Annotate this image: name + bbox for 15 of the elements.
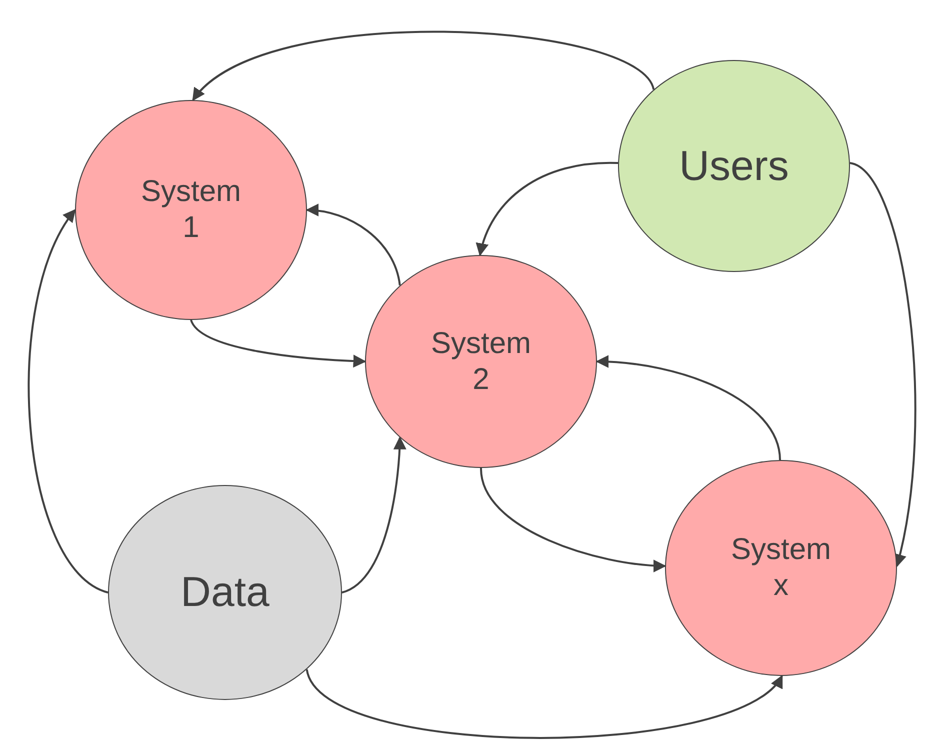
arrow [306, 204, 401, 286]
arrow [850, 162, 916, 568]
arrow [342, 436, 406, 594]
node-label: Data [180, 567, 270, 618]
node-label: Users [679, 140, 789, 191]
node-label: System 1 [140, 174, 242, 246]
arrow [28, 208, 108, 594]
node-label: System 2 [430, 326, 532, 398]
arrow [476, 162, 618, 256]
arrow [596, 355, 781, 460]
arrow [480, 468, 666, 572]
arrow [306, 668, 783, 739]
arrow [190, 320, 366, 368]
arrow [192, 30, 654, 101]
node-label: System x [730, 532, 832, 604]
